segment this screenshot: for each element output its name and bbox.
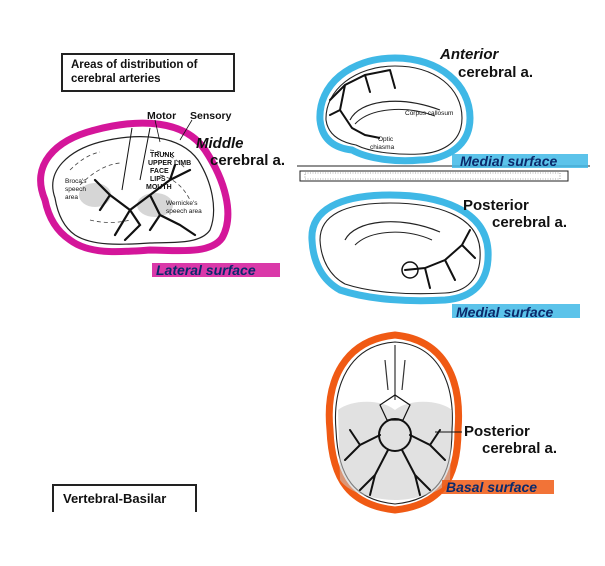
vertebral-basilar-label: Vertebral-Basilar xyxy=(63,491,167,506)
wernicke-label-2: speech area xyxy=(166,208,202,215)
sensory-label: Sensory xyxy=(190,110,232,122)
lateral-highlight-outline xyxy=(37,119,232,256)
pca-basal-label-line2: cerebral a. xyxy=(482,440,558,457)
basal-surface-highlight xyxy=(442,480,554,494)
pca-basal-label-line1: Posterior xyxy=(464,423,530,440)
broca-label-2: speech xyxy=(65,186,86,193)
posterior-surface-highlight xyxy=(452,304,580,318)
homunculus-lips: LIPS xyxy=(150,176,166,183)
homunculus-trunk: TRUNK xyxy=(150,152,175,159)
posterior-medial-highlight-outline xyxy=(308,191,492,305)
lateral-surface-highlight xyxy=(152,263,280,277)
anterior-highlight-outline xyxy=(316,54,474,165)
anterior-medial-figure xyxy=(316,54,474,165)
corpus-callosum-label: Corpus callosum xyxy=(405,110,454,117)
posterior-medial-figure xyxy=(308,191,492,305)
optic-label-1: Optic xyxy=(378,136,394,143)
basal-figure xyxy=(325,331,463,514)
broca-label-1: Broca's xyxy=(65,178,87,185)
pca-medial-label-line2: cerebral a. xyxy=(492,214,568,231)
title-box: Areas of distribution of cerebral arteri… xyxy=(61,53,235,92)
pca-medial-label-line1: Posterior xyxy=(463,197,529,214)
title-text: Areas of distribution of cerebral arteri… xyxy=(71,59,198,85)
lateral-brain-figure xyxy=(37,119,232,256)
mca-label-line2: cerebral a. xyxy=(210,152,286,169)
homunculus-face: FACE xyxy=(150,168,169,175)
wernicke-label-1: Wernicke's xyxy=(166,200,198,207)
vertebral-basilar-box: Vertebral-Basilar xyxy=(52,484,197,512)
anterior-surface-highlight xyxy=(452,154,588,168)
basal-highlight-outline xyxy=(325,331,463,514)
lateral-surface-label: Lateral surface xyxy=(156,262,256,278)
mca-label-line1: Middle xyxy=(196,135,244,152)
homunculus-mouth: MOUTH xyxy=(146,184,172,191)
anterior-surface-label: Medial surface xyxy=(460,153,558,169)
optic-label-2: chiasma xyxy=(370,144,395,151)
broca-label-3: area xyxy=(65,194,79,201)
motor-label: Motor xyxy=(147,110,177,122)
homunculus-upper-limb: UPPER LIMB xyxy=(148,160,192,167)
aca-label-line1: Anterior xyxy=(440,46,499,63)
aca-label-line2: cerebral a. xyxy=(458,64,534,81)
posterior-surface-label: Medial surface xyxy=(456,304,554,320)
basal-surface-label: Basal surface xyxy=(446,479,538,495)
